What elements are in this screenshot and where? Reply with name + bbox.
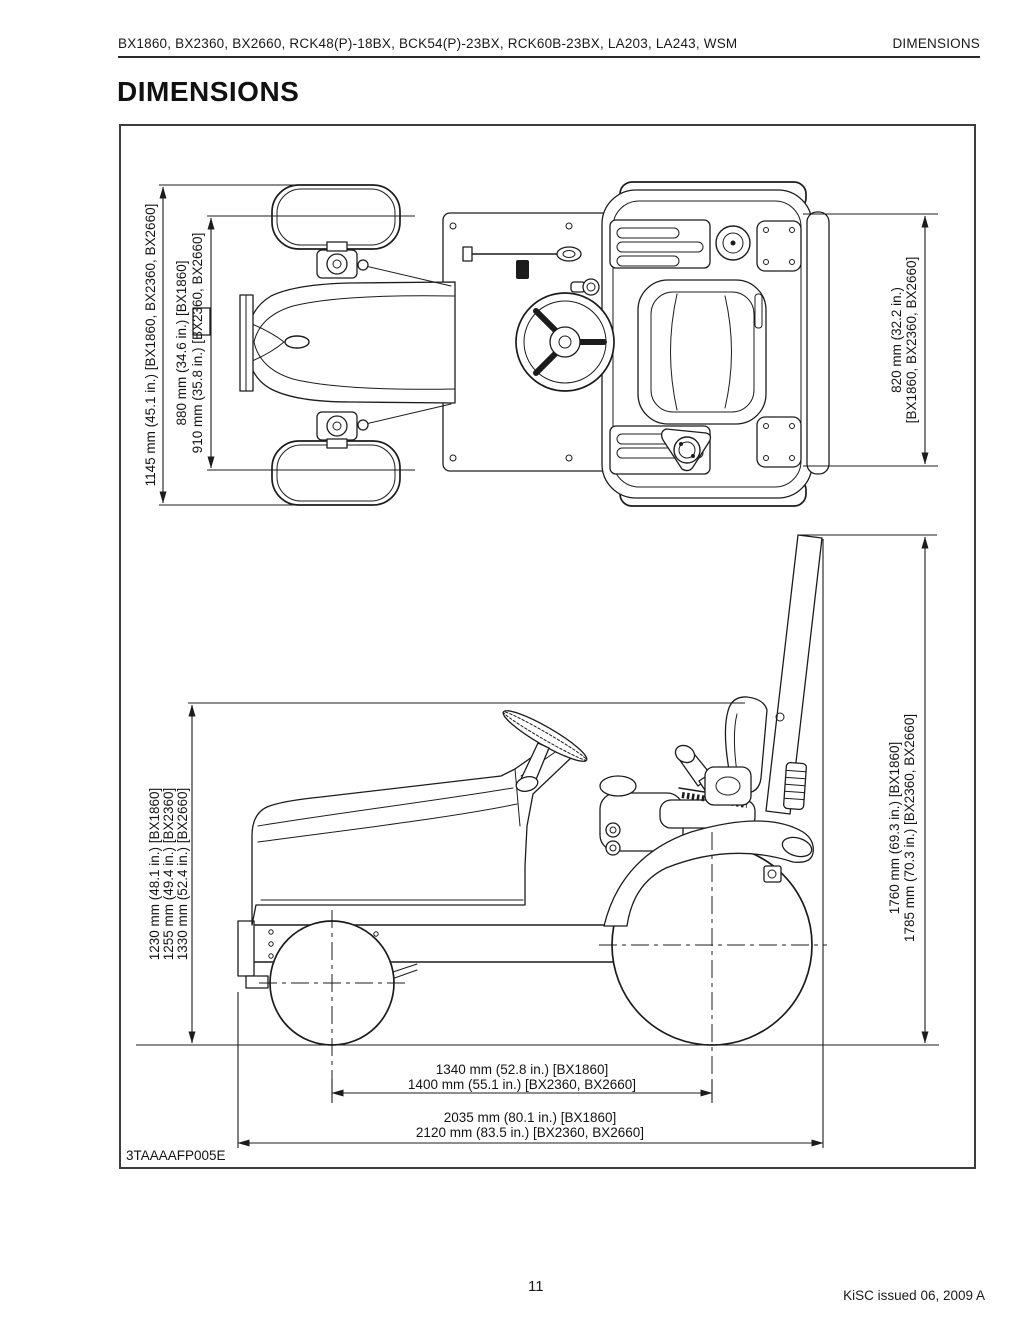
dim-steering-height-label-2: 1255 mm (49.4 in.) [BX2360] [161, 788, 176, 961]
dim-overall-length-label-1: 2035 mm (80.1 in.) [BX1860] [444, 1110, 617, 1125]
dimensions-figure: 1145 mm (45.1 in.) [BX1860, BX2360, BX26… [119, 124, 976, 1169]
dim-wheelbase-label-1: 1340 mm (52.8 in.) [BX1860] [436, 1062, 609, 1077]
rear-hitch-top-view [806, 211, 830, 475]
dim-front-tread-label-2: 910 mm (35.8 in.) [BX2360, BX2660] [190, 233, 205, 454]
front-wheel-right-top-view [271, 440, 401, 506]
dim-rear-tread-label-2: [BX1860, BX2360, BX2660] [904, 257, 919, 424]
header-section-label: DIMENSIONS [892, 36, 980, 51]
dim-steering-height-label-3: 1330 mm (52.4 in.) [BX2660] [175, 788, 190, 961]
dim-steering-height-label-1: 1230 mm (48.1 in.) [BX1860] [147, 788, 162, 961]
rear-fender-side-view [603, 820, 814, 927]
dimension-annotations [159, 184, 938, 1148]
dim-overall-width-label: 1145 mm (45.1 in.) [BX1860, BX2360, BX26… [143, 204, 158, 487]
side-view-drawing [136, 534, 939, 1101]
dim-front-tread-label-1: 880 mm (34.6 in.) [BX1860] [174, 260, 189, 425]
hood-emblem [284, 335, 310, 349]
top-view-drawing [192, 181, 830, 507]
dim-rear-tread-label-1: 820 mm (32.2 in.) [889, 287, 904, 393]
page-header: BX1860, BX2360, BX2660, RCK48(P)-18BX, B… [118, 36, 980, 58]
dim-overall-height-label-1: 1760 mm (69.3 in.) [BX1860] [887, 742, 902, 915]
dim-wheelbase-label-2: 1400 mm (55.1 in.) [BX2360, BX2660] [408, 1077, 636, 1092]
figure-code: 3TAAAAFP005E [126, 1148, 226, 1163]
dimension-labels: 1145 mm (45.1 in.) [BX1860, BX2360, BX26… [126, 204, 919, 1163]
page-title: DIMENSIONS [117, 76, 300, 107]
dim-overall-length-label-2: 2120 mm (83.5 in.) [BX2360, BX2660] [416, 1125, 644, 1140]
header-model-list: BX1860, BX2360, BX2660, RCK48(P)-18BX, B… [118, 36, 738, 51]
issue-note: KiSC issued 06, 2009 A [843, 1288, 985, 1303]
front-wheel-left-top-view [271, 184, 401, 250]
hood-side-view [251, 737, 574, 926]
dimension-diagram: 1145 mm (45.1 in.) [BX1860, BX2360, BX26… [126, 181, 939, 1163]
front-bumper-side-view [237, 920, 255, 977]
seat-top-view [637, 279, 767, 425]
dim-overall-height-label-2: 1785 mm (70.3 in.) [BX2360, BX2660] [902, 714, 917, 942]
fuel-cap-top-view [715, 225, 751, 261]
page-number: 11 [528, 1278, 544, 1295]
hood-top-view [246, 281, 456, 404]
control-lever-knob [674, 744, 696, 764]
